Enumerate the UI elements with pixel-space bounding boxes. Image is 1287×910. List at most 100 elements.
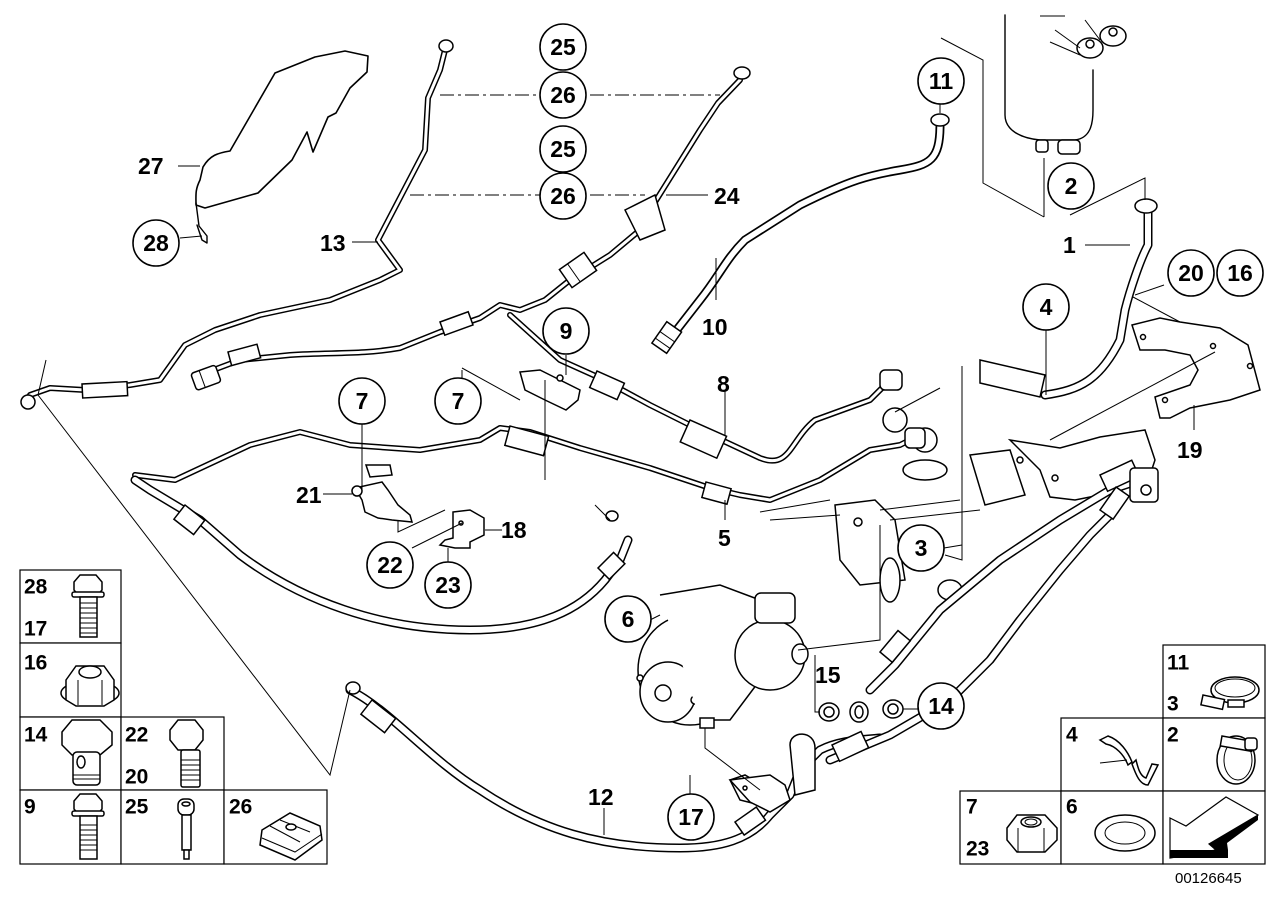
svg-text:6: 6	[622, 606, 635, 632]
label-5[interactable]: 5	[718, 525, 731, 551]
label-1[interactable]: 1	[1063, 232, 1076, 258]
leader-lines	[37, 37, 1216, 835]
svg-text:14: 14	[24, 724, 48, 747]
callout-25-lower[interactable]: 25	[539, 125, 587, 173]
callout-2[interactable]: 2	[1047, 162, 1095, 210]
bracket-21[interactable]	[351, 464, 414, 523]
callout-9[interactable]: 9	[542, 307, 590, 355]
svg-text:26: 26	[229, 796, 252, 819]
banjo-bolt-icon	[61, 719, 113, 786]
callout-6[interactable]: 6	[604, 595, 652, 643]
svg-text:22: 22	[377, 552, 403, 578]
label-24[interactable]: 24	[714, 183, 740, 209]
hose-5[interactable]	[132, 425, 926, 506]
heat-shield-part-27[interactable]	[195, 50, 369, 244]
callout-7-left[interactable]: 7	[338, 377, 386, 425]
pipe-13[interactable]	[20, 39, 454, 410]
power-steering-pump-6[interactable]	[636, 584, 809, 806]
hose-24[interactable]	[190, 66, 751, 391]
callout-7-right[interactable]: 7	[434, 377, 482, 425]
svg-text:22: 22	[125, 724, 148, 747]
reservoir[interactable]	[1004, 14, 1127, 155]
hose-12[interactable]	[345, 681, 885, 853]
bracket-9[interactable]	[519, 369, 581, 411]
legend-cell-arrow	[1162, 790, 1266, 865]
callout-3[interactable]: 3	[897, 524, 945, 572]
callout-28[interactable]: 28	[132, 219, 180, 267]
svg-text:9: 9	[24, 796, 36, 819]
bracket-19[interactable]	[1131, 317, 1261, 419]
callout-20[interactable]: 20	[1167, 249, 1215, 297]
legend-cell-16[interactable]: 16	[19, 642, 122, 718]
svg-text:3: 3	[1167, 693, 1179, 716]
label-27[interactable]: 27	[138, 153, 164, 179]
svg-text:25: 25	[125, 796, 149, 819]
svg-text:25: 25	[550, 34, 576, 60]
callout-26-lower[interactable]: 26	[539, 172, 587, 220]
svg-text:14: 14	[928, 693, 954, 719]
callout-23[interactable]: 23	[424, 561, 472, 609]
svg-text:16: 16	[1227, 260, 1253, 286]
svg-text:2: 2	[1065, 173, 1078, 199]
worm-gear-clamp-icon	[1216, 735, 1258, 785]
hex-nut-icon	[1006, 814, 1058, 853]
callout-17[interactable]: 17	[667, 793, 715, 841]
svg-text:28: 28	[24, 576, 48, 599]
legend-cell-11-3[interactable]: 11 3	[1162, 644, 1266, 719]
label-18[interactable]: 18	[501, 517, 527, 543]
legend-cell-2[interactable]: 2	[1162, 717, 1266, 792]
svg-text:2: 2	[1167, 724, 1179, 747]
legend-cell-6[interactable]: 6	[1060, 790, 1164, 865]
legend-cell-7-23[interactable]: 7 23	[959, 790, 1062, 865]
svg-text:7: 7	[356, 388, 369, 414]
legend-cell-14[interactable]: 14	[19, 716, 122, 791]
legend-cell-4[interactable]: 4	[1060, 717, 1164, 792]
callout-22[interactable]: 22	[366, 541, 414, 589]
pipe-8[interactable]	[507, 312, 903, 464]
svg-text:3: 3	[915, 535, 928, 561]
legend-cell-28-17[interactable]: 28 17	[19, 569, 122, 644]
plain-labels: 27 13 24 10 1 19 8 5 21 18 15 12	[138, 153, 1203, 810]
clip-nut-icon	[259, 812, 323, 861]
label-19[interactable]: 19	[1177, 437, 1203, 463]
legend-cell-22-20[interactable]: 22 20	[120, 716, 225, 791]
hose-10[interactable]	[650, 113, 950, 355]
label-13[interactable]: 13	[320, 230, 346, 256]
callout-11[interactable]: 11	[917, 57, 965, 105]
svg-text:7: 7	[452, 388, 465, 414]
callout-4[interactable]: 4	[1022, 283, 1070, 331]
callout-25-top[interactable]: 25	[539, 23, 587, 71]
callout-26-top[interactable]: 26	[539, 71, 587, 119]
label-10[interactable]: 10	[702, 314, 728, 340]
hose-12-upper[interactable]	[130, 475, 633, 635]
bracket-18[interactable]	[438, 509, 485, 549]
svg-text:25: 25	[550, 136, 576, 162]
svg-text:7: 7	[966, 796, 978, 819]
label-21[interactable]: 21	[296, 482, 322, 508]
svg-text:26: 26	[550, 183, 576, 209]
hose-clip-icon	[1098, 735, 1160, 786]
hex-bolt-icon	[169, 719, 204, 788]
steering-gear-3[interactable]	[759, 407, 1156, 603]
legend-cell-9[interactable]: 9	[19, 789, 122, 865]
bracket-17[interactable]	[728, 774, 791, 813]
label-15[interactable]: 15	[815, 662, 841, 688]
callout-14[interactable]: 14	[917, 682, 965, 730]
svg-text:17: 17	[678, 804, 704, 830]
legend-cell-25[interactable]: 25	[120, 789, 225, 865]
callout-16[interactable]: 16	[1216, 249, 1264, 297]
ear-clamp-icon	[1200, 676, 1260, 711]
sealing-rings-15[interactable]	[818, 699, 904, 723]
hose-1[interactable]	[979, 198, 1158, 400]
direction-arrow-icon	[1169, 796, 1260, 859]
legend-cell-26[interactable]: 26	[223, 789, 328, 865]
svg-text:11: 11	[929, 68, 954, 94]
legend-right: 11 3 4 2	[959, 644, 1266, 865]
label-8[interactable]: 8	[717, 371, 730, 397]
svg-text:23: 23	[966, 838, 989, 861]
svg-text:9: 9	[560, 318, 573, 344]
hex-flange-bolt-icon	[71, 793, 105, 860]
svg-text:11: 11	[1167, 652, 1190, 675]
label-12[interactable]: 12	[588, 784, 614, 810]
hose-14[interactable]	[825, 459, 1159, 765]
